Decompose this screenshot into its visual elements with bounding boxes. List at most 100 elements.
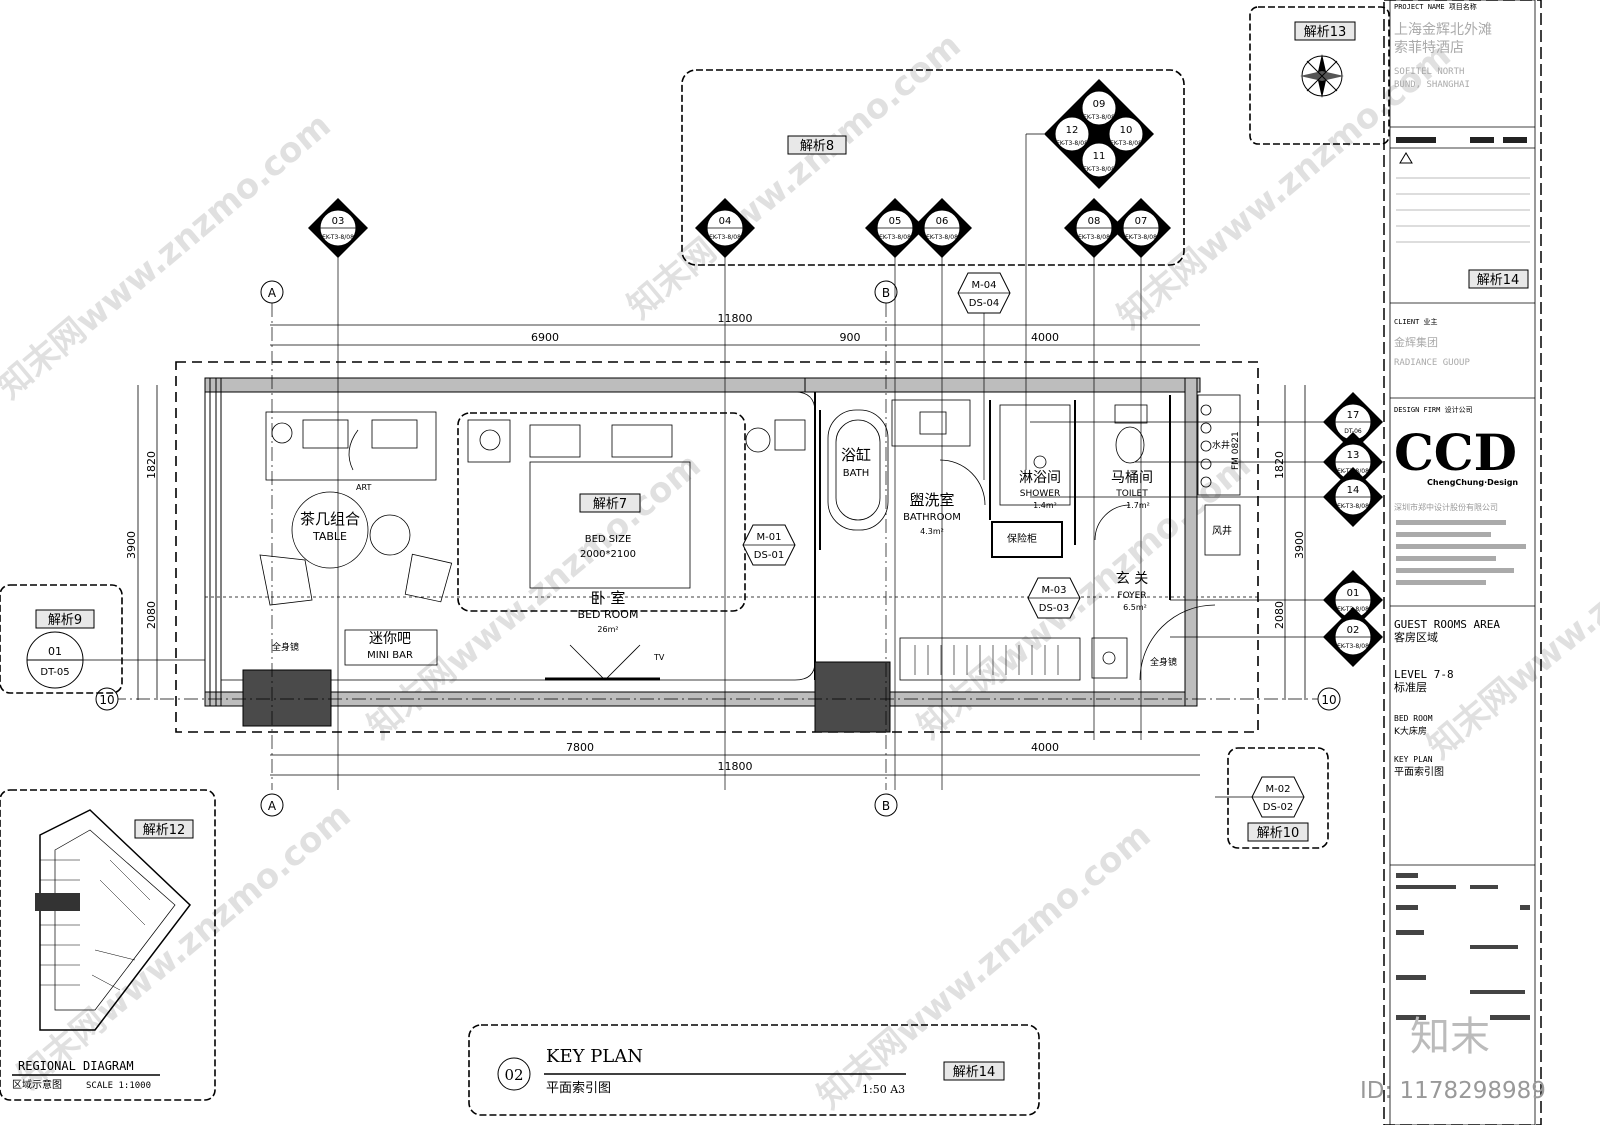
section-marker-number: 13 — [1347, 450, 1360, 461]
room-cn: K大床房 — [1394, 725, 1427, 737]
bath-en: BATH — [843, 468, 870, 479]
bedroom-cn: 卧 室 — [591, 589, 626, 607]
title-block: PROJECT NAME 项目名称 上海金辉北外滩 索菲特酒店 SOFITEL … — [1360, 0, 1546, 1125]
bathtub — [827, 409, 889, 531]
art-label: ART — [356, 483, 371, 492]
cluster-09: 09 — [1093, 99, 1106, 110]
mirror-left: 全身镜 — [272, 641, 299, 653]
toilet-en: TOILET — [1115, 489, 1148, 499]
key-plan-scale: 1:50 A3 — [862, 1083, 905, 1096]
cluster-ref-right: EK-T3-8/08 — [1110, 140, 1142, 147]
dim-right-b: 2080 — [1273, 601, 1286, 629]
regional-scale: SCALE 1:1000 — [86, 1081, 151, 1091]
north-arrow-icon — [1300, 54, 1344, 98]
coffee-table — [291, 491, 369, 569]
warning-icon — [1399, 152, 1413, 164]
ccd-logo-sub: ChengChung·Design — [1427, 478, 1518, 487]
air-shaft-label: 风井 — [1212, 524, 1232, 537]
cluster-marker: 09 12 10 11 EK-T3-8/08 EK-T3-8/08 EK-T3-… — [1044, 79, 1154, 189]
section-marker-ref: EK-T3-8/08 — [879, 234, 911, 241]
callout-9: 解析9 01 DT-05 — [0, 584, 205, 694]
project-name-label: PROJECT NAME 项目名称 — [1394, 2, 1477, 11]
section-marker-number: 01 — [1347, 588, 1360, 599]
foyer-cn: 玄 关 — [1116, 570, 1148, 587]
section-marker-number: 02 — [1347, 625, 1360, 636]
minibar-cn: 迷你吧 — [369, 631, 411, 647]
sheet-en: KEY PLAN — [1394, 755, 1433, 764]
section-marker-ref: EK-T3-8/08 — [709, 234, 741, 241]
minibar-en: MINI BAR — [367, 650, 413, 661]
section-marker-number: 07 — [1135, 216, 1148, 227]
cluster-12: 12 — [1066, 125, 1079, 136]
tv-label: TV — [653, 653, 665, 662]
callout-13-label: 解析13 — [1304, 25, 1347, 40]
bathroom-en: BATHROOM — [903, 512, 961, 523]
key-plan-title-en: KEY PLAN — [546, 1046, 643, 1067]
shower-cn: 淋浴间 — [1019, 470, 1061, 486]
column-middle — [814, 661, 891, 733]
section-marker-number: 03 — [332, 216, 345, 227]
armchair — [259, 554, 313, 606]
table-cn: 茶几组合 — [300, 510, 360, 528]
dim-bottom-total: 11800 — [718, 760, 753, 773]
material-ds: DS-03 — [1039, 603, 1069, 614]
safe-cabinet: 保险柜 — [1007, 532, 1037, 545]
grid-a-top-label: A — [268, 286, 277, 300]
key-plan-title: 02 KEY PLAN 平面索引图 1:50 A3 解析14 — [468, 1024, 1040, 1116]
callout-7-cloud — [457, 412, 746, 612]
grid-lines — [112, 303, 1318, 790]
callout-10: 解析10 — [1227, 747, 1329, 849]
callout-14-label: 解析14 — [953, 1065, 996, 1080]
watermark-id: ID: 1178298989 — [1360, 1078, 1546, 1104]
highlight-area — [35, 893, 80, 911]
material-ds: DS-01 — [754, 550, 784, 561]
toilet-area: 1.7m² — [1126, 501, 1150, 510]
grid-b-top: B — [874, 280, 898, 304]
mirror-right: 全身镜 — [1150, 656, 1177, 668]
section-marker-number: 14 — [1347, 485, 1360, 496]
column-left — [242, 669, 332, 727]
dim-top-c: 4000 — [1031, 331, 1059, 344]
foyer-en: FOYER — [1117, 591, 1146, 601]
bedroom-area: 26m² — [597, 625, 618, 634]
callout-9-label: 解析9 — [48, 613, 82, 628]
water-shaft — [1197, 394, 1241, 496]
grid-b-bottom: B — [874, 793, 898, 817]
foyer-area: 6.5m² — [1123, 603, 1147, 612]
watermark-text: 知末网www.znzmo.com — [0, 105, 339, 407]
section-marker-ref: EK-T3-8/08 — [1078, 234, 1110, 241]
toilet-cn: 马桶间 — [1111, 470, 1153, 486]
dim-top-a: 6900 — [531, 331, 559, 344]
project-name-cn-2: 索菲特酒店 — [1394, 39, 1464, 56]
key-plan-number: 02 — [504, 1066, 523, 1084]
grid-a-bottom-label: A — [268, 799, 277, 813]
revision-lines — [1396, 177, 1530, 243]
level-en: LEVEL 7-8 — [1394, 668, 1454, 681]
wardrobe — [899, 637, 1081, 681]
grid-10-right: 10 — [1317, 687, 1341, 711]
watermark-layer: 知末网www.znzmo.com 知末网www.znzmo.com 知末网www… — [0, 25, 1600, 1117]
level-cn: 标准层 — [1394, 680, 1427, 694]
material-ds: DS-02 — [1263, 802, 1293, 813]
dim-top-total: 11800 — [718, 312, 753, 325]
project-name-en-1: SOFITEL NORTH — [1394, 67, 1464, 77]
material-code: M-02 — [1266, 784, 1291, 795]
section-marker-number: 04 — [719, 216, 732, 227]
dim-right-a: 1820 — [1273, 451, 1286, 479]
firm-name-cn: 深圳市郑中设计股份有限公司 — [1394, 502, 1498, 512]
bedroom-en: BED ROOM — [578, 608, 639, 621]
cluster-ref-bottom: EK-T3-8/08 — [1083, 166, 1115, 173]
dim-bottom-a: 7800 — [566, 741, 594, 754]
callout-7-label: 解析7 — [593, 497, 627, 512]
bathroom-area: 4.3m² — [920, 527, 944, 536]
material-code: M-04 — [972, 280, 997, 291]
regional-title-cn: 区域示意图 — [12, 1078, 62, 1091]
section-marker-number: 05 — [889, 216, 902, 227]
